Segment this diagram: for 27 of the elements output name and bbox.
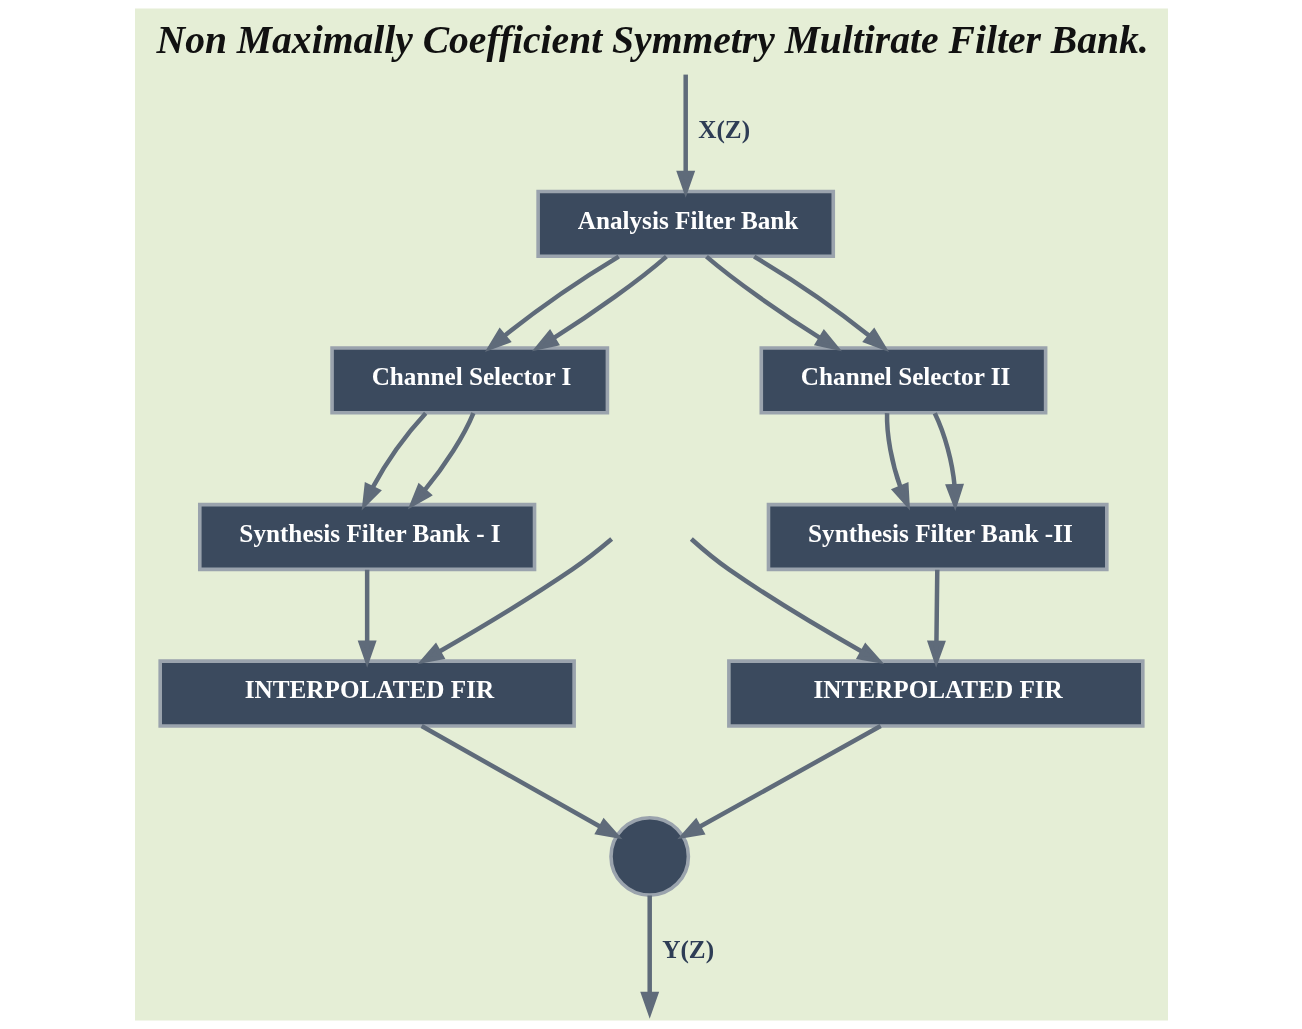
node-box: INTERPOLATED FIR [726,659,1145,728]
arrow [484,254,620,353]
arrow [926,569,946,668]
arrow [675,74,695,198]
node-box: Synthesis Filter Bank -II [766,502,1109,572]
arrow [531,254,668,352]
arrow [361,411,427,511]
arrow [420,724,623,840]
arrow [752,254,889,353]
arrow [357,569,377,668]
diagram-title: Non Maximally Coefficient Symmetry Multirate Filter Bank. [156,17,1149,62]
arrow [689,537,884,665]
node-circle [608,815,690,897]
arrow [884,413,910,511]
edge-label: Y(Z) [661,936,714,964]
node-box: Synthesis Filter Bank - I [197,502,536,572]
arrow [932,412,964,512]
arrow [704,254,842,352]
edge-label: X(Z) [697,115,750,143]
arrow [416,537,613,665]
node-box: INTERPOLATED FIR [157,659,576,728]
node-box: Analysis Filter Bank [535,189,835,259]
arrow [639,895,659,1019]
node-box: Channel Selector II [759,346,1047,415]
node-box: Channel Selector I [329,346,609,415]
arrow [407,412,475,510]
arrow [676,724,882,840]
